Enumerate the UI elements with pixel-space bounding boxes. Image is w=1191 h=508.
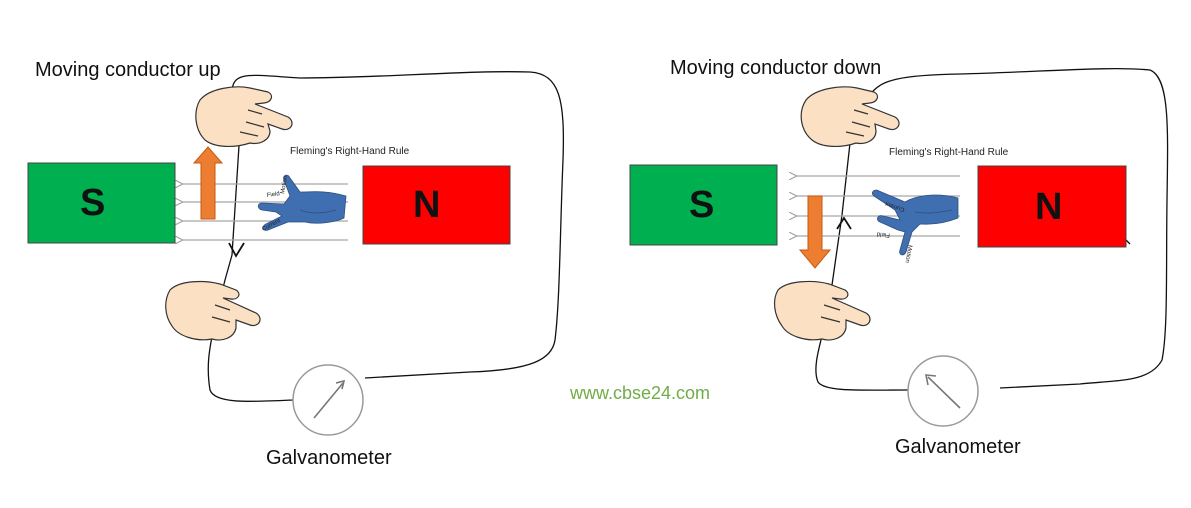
right-fleming-hand-icon bbox=[871, 189, 959, 256]
left-lower-hand-icon bbox=[165, 280, 261, 341]
right-rule-title: Fleming's Right-Hand Rule bbox=[889, 147, 1009, 158]
right-panel-title: Moving conductor down bbox=[670, 57, 882, 79]
right-upper-hand-icon bbox=[800, 86, 900, 147]
left-hand-label-motion: Motion bbox=[280, 176, 289, 195]
left-motion-arrow-up bbox=[192, 146, 224, 220]
left-hand-label-field: Field bbox=[266, 191, 280, 199]
left-upper-hand-icon bbox=[195, 86, 293, 147]
left-north-label: N bbox=[413, 184, 441, 226]
left-fleming-hand-icon bbox=[257, 174, 347, 231]
left-galvanometer-label: Galvanometer bbox=[266, 447, 392, 469]
left-panel: Motion Field Current bbox=[27, 71, 565, 436]
right-north-pole bbox=[977, 165, 1127, 248]
right-motion-arrow-down bbox=[798, 195, 832, 269]
left-north-pole bbox=[362, 165, 511, 245]
website-watermark: www.cbse24.com bbox=[570, 383, 711, 403]
right-panel: Current Field Motion bbox=[629, 68, 1169, 427]
left-panel-title: Moving conductor up bbox=[35, 59, 221, 81]
left-south-pole bbox=[27, 162, 176, 244]
right-north-label: N bbox=[1035, 186, 1063, 228]
left-galvanometer-icon bbox=[292, 364, 364, 436]
right-lower-hand-icon bbox=[773, 280, 871, 341]
right-galvanometer-label: Galvanometer bbox=[895, 436, 1021, 458]
left-rule-title: Fleming's Right-Hand Rule bbox=[290, 146, 410, 157]
right-galvanometer-icon bbox=[907, 355, 979, 427]
right-south-pole bbox=[629, 164, 778, 246]
right-hand-label-motion: Motion bbox=[904, 244, 913, 263]
left-south-label: S bbox=[80, 182, 106, 224]
right-hand-label-field: Field bbox=[877, 230, 890, 237]
left-current-arrow bbox=[228, 242, 245, 258]
right-south-label: S bbox=[689, 184, 715, 226]
right-current-arrow bbox=[836, 216, 852, 230]
